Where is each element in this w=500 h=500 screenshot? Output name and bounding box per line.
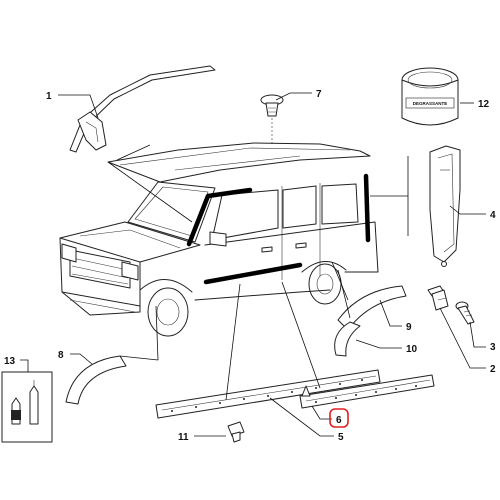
wheel-arch-part-9[interactable] <box>337 285 407 331</box>
side-moulding-part-6[interactable] <box>299 374 435 409</box>
callout-13[interactable]: 13 <box>4 356 16 367</box>
highlight-ring <box>329 408 349 428</box>
roof-moulding-part-1[interactable] <box>69 65 216 153</box>
wheel-arch-part-8[interactable] <box>65 355 127 405</box>
degreaser-jar-part-12[interactable]: DEGRASSANTE <box>401 67 459 126</box>
pillar-trim-part-4[interactable] <box>429 145 461 267</box>
adhesive-kit-part-13[interactable] <box>1 371 53 443</box>
side-moulding-part-5[interactable] <box>155 369 381 419</box>
arch-moulding-part-10[interactable] <box>334 321 361 357</box>
callout-4[interactable]: 4 <box>490 210 496 221</box>
callout-8[interactable]: 8 <box>58 350 64 361</box>
callout-2[interactable]: 2 <box>490 364 496 375</box>
screw-part-3[interactable] <box>455 301 475 325</box>
callout-5[interactable]: 5 <box>338 432 344 443</box>
callout-9[interactable]: 9 <box>406 322 412 333</box>
push-clip-part-11[interactable] <box>227 421 245 443</box>
callout-11[interactable]: 11 <box>178 432 189 443</box>
bolt-part-2[interactable] <box>427 285 449 311</box>
callout-7[interactable]: 7 <box>316 89 322 100</box>
callout-labels: 1 2 3 4 5 6 7 8 9 10 11 12 13 <box>4 89 496 443</box>
side-protective-strip <box>203 262 303 285</box>
callout-1[interactable]: 1 <box>46 91 52 102</box>
clip-part-7[interactable] <box>260 94 284 117</box>
callout-12[interactable]: 12 <box>478 99 490 110</box>
windshield-seal-trim <box>186 187 253 247</box>
jar-label-text: DEGRASSANTE <box>413 101 448 106</box>
leader-lines <box>20 92 486 437</box>
callout-10[interactable]: 10 <box>406 344 418 355</box>
rear-pillar-trim <box>363 173 371 243</box>
van-body <box>59 142 379 337</box>
callout-6[interactable]: 6 <box>336 415 342 426</box>
callout-3[interactable]: 3 <box>490 342 496 353</box>
